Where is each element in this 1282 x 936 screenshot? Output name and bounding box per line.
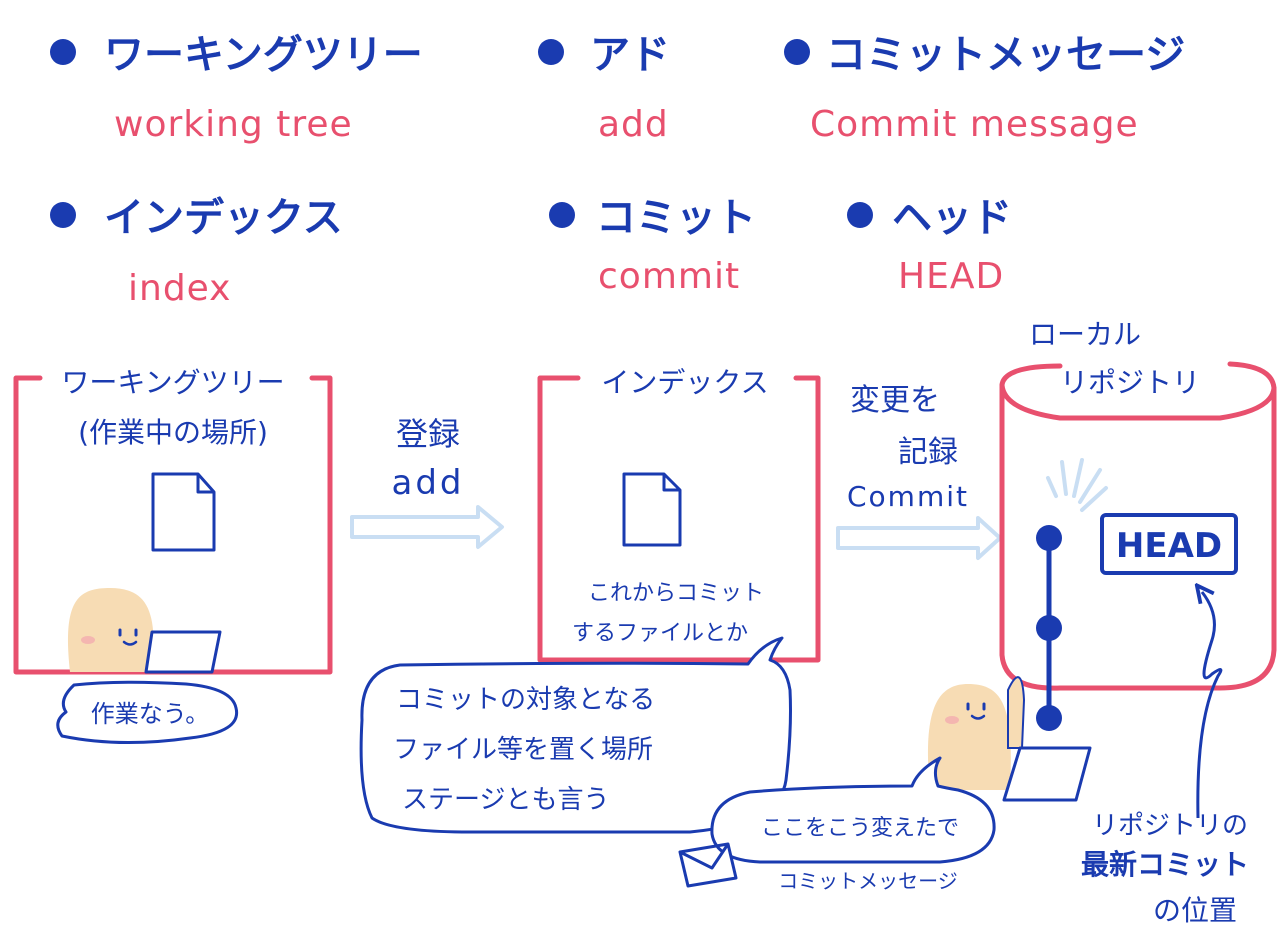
- term-en: index: [128, 268, 232, 309]
- commit-message-area: ここをこう変えたで コミットメッセージ: [678, 756, 996, 893]
- index-bubble-line3: ステージとも言う: [402, 785, 609, 815]
- term-jp: コミットメッセージ: [826, 32, 1185, 78]
- repository-title-line1: ローカル: [1029, 318, 1141, 351]
- bullet-icon: [538, 39, 564, 65]
- speech-bubble: [710, 756, 996, 864]
- head-note-line2: 最新コミット: [1081, 848, 1249, 881]
- add-arrow-jp: 登録: [396, 415, 460, 453]
- bullet-icon: [549, 202, 575, 228]
- add-arrow-en: add: [392, 463, 465, 503]
- sparkle-icon: [1046, 458, 1108, 512]
- term-jp: ワーキングツリー: [104, 32, 423, 78]
- head-label: HEAD: [1116, 526, 1222, 566]
- speech-bubble: [359, 636, 792, 834]
- working-tree-area: ワーキングツリー (作業中の場所) 作業なう。: [13, 366, 333, 745]
- term-en: add: [598, 104, 669, 145]
- term-jp: ヘッド: [892, 195, 1012, 241]
- term-add: アド add: [538, 32, 670, 145]
- term-jp: インデックス: [104, 195, 343, 241]
- laptop-icon: [144, 630, 222, 674]
- glossary: ワーキングツリー working tree アド add コミットメッセージ C…: [50, 32, 1185, 309]
- index-bubble-line2: ファイル等を置く場所: [393, 735, 653, 765]
- right-arrow-icon: [350, 505, 504, 549]
- bullet-icon: [847, 202, 873, 228]
- local-repository: ローカル リポジトリ HEAD: [999, 318, 1277, 731]
- commit-node: [1036, 525, 1062, 551]
- bullet-icon: [50, 39, 76, 65]
- term-head: ヘッド HEAD: [847, 195, 1012, 297]
- file-icon: [151, 472, 216, 552]
- head-label-box: [1100, 513, 1238, 575]
- file-icon: [622, 472, 682, 547]
- term-jp: アド: [590, 32, 670, 78]
- term-en: commit: [598, 256, 740, 297]
- bullet-icon: [50, 202, 76, 228]
- index-note-line1: これからコミット: [588, 581, 764, 606]
- person-committing-icon: [927, 676, 1092, 802]
- index-area: インデックス これからコミット するファイルとか: [537, 366, 821, 663]
- commit-node: [1036, 705, 1062, 731]
- right-arrow-icon: [836, 516, 1002, 560]
- term-commit: コミット commit: [549, 195, 756, 297]
- head-note-line3: の位置: [1153, 894, 1237, 927]
- term-en: Commit message: [810, 104, 1139, 145]
- index-note-line2: するファイルとか: [572, 621, 748, 646]
- head-pointer-arrow: [1198, 592, 1223, 819]
- envelope-icon: [678, 842, 738, 888]
- add-arrow: 登録 add: [350, 415, 504, 549]
- commit-arrow-line2: 記録: [898, 435, 958, 470]
- index-title: インデックス: [601, 366, 768, 399]
- bullet-icon: [784, 39, 810, 65]
- index-bubble-line1: コミットの対象となる: [396, 685, 655, 715]
- term-en: HEAD: [898, 256, 1004, 297]
- term-en: working tree: [114, 104, 353, 145]
- head-note: リポジトリの 最新コミット の位置: [1081, 811, 1249, 927]
- index-box: [537, 375, 821, 663]
- commit-arrow-line1: 変更を: [850, 383, 940, 418]
- commit-arrow-en: Commit: [847, 480, 969, 513]
- head-note-line1: リポジトリの: [1092, 811, 1248, 841]
- working-tree-subtitle: (作業中の場所): [78, 416, 268, 449]
- working-bubble-text: 作業なう。: [91, 700, 210, 728]
- index-explanation: コミットの対象となる ファイル等を置く場所 ステージとも言う: [359, 636, 792, 834]
- speech-bubble: [56, 680, 239, 745]
- commit-bubble-text: ここをこう変えたで: [761, 816, 959, 841]
- repository-title-line2: リポジトリ: [1060, 366, 1200, 399]
- person-working-icon: [67, 588, 222, 674]
- working-tree-title: ワーキングツリー: [61, 366, 284, 399]
- repository-cylinder: [999, 382, 1277, 691]
- commit-bubble-caption: コミットメッセージ: [778, 869, 958, 893]
- commit-arrow: 変更を 記録 Commit: [836, 383, 1002, 560]
- term-jp: コミット: [596, 195, 756, 241]
- term-commit-message: コミットメッセージ Commit message: [784, 32, 1185, 145]
- laptop-icon: [1002, 746, 1092, 802]
- term-working-tree: ワーキングツリー working tree: [50, 32, 423, 145]
- commit-node: [1036, 615, 1062, 641]
- term-index: インデックス index: [50, 195, 343, 309]
